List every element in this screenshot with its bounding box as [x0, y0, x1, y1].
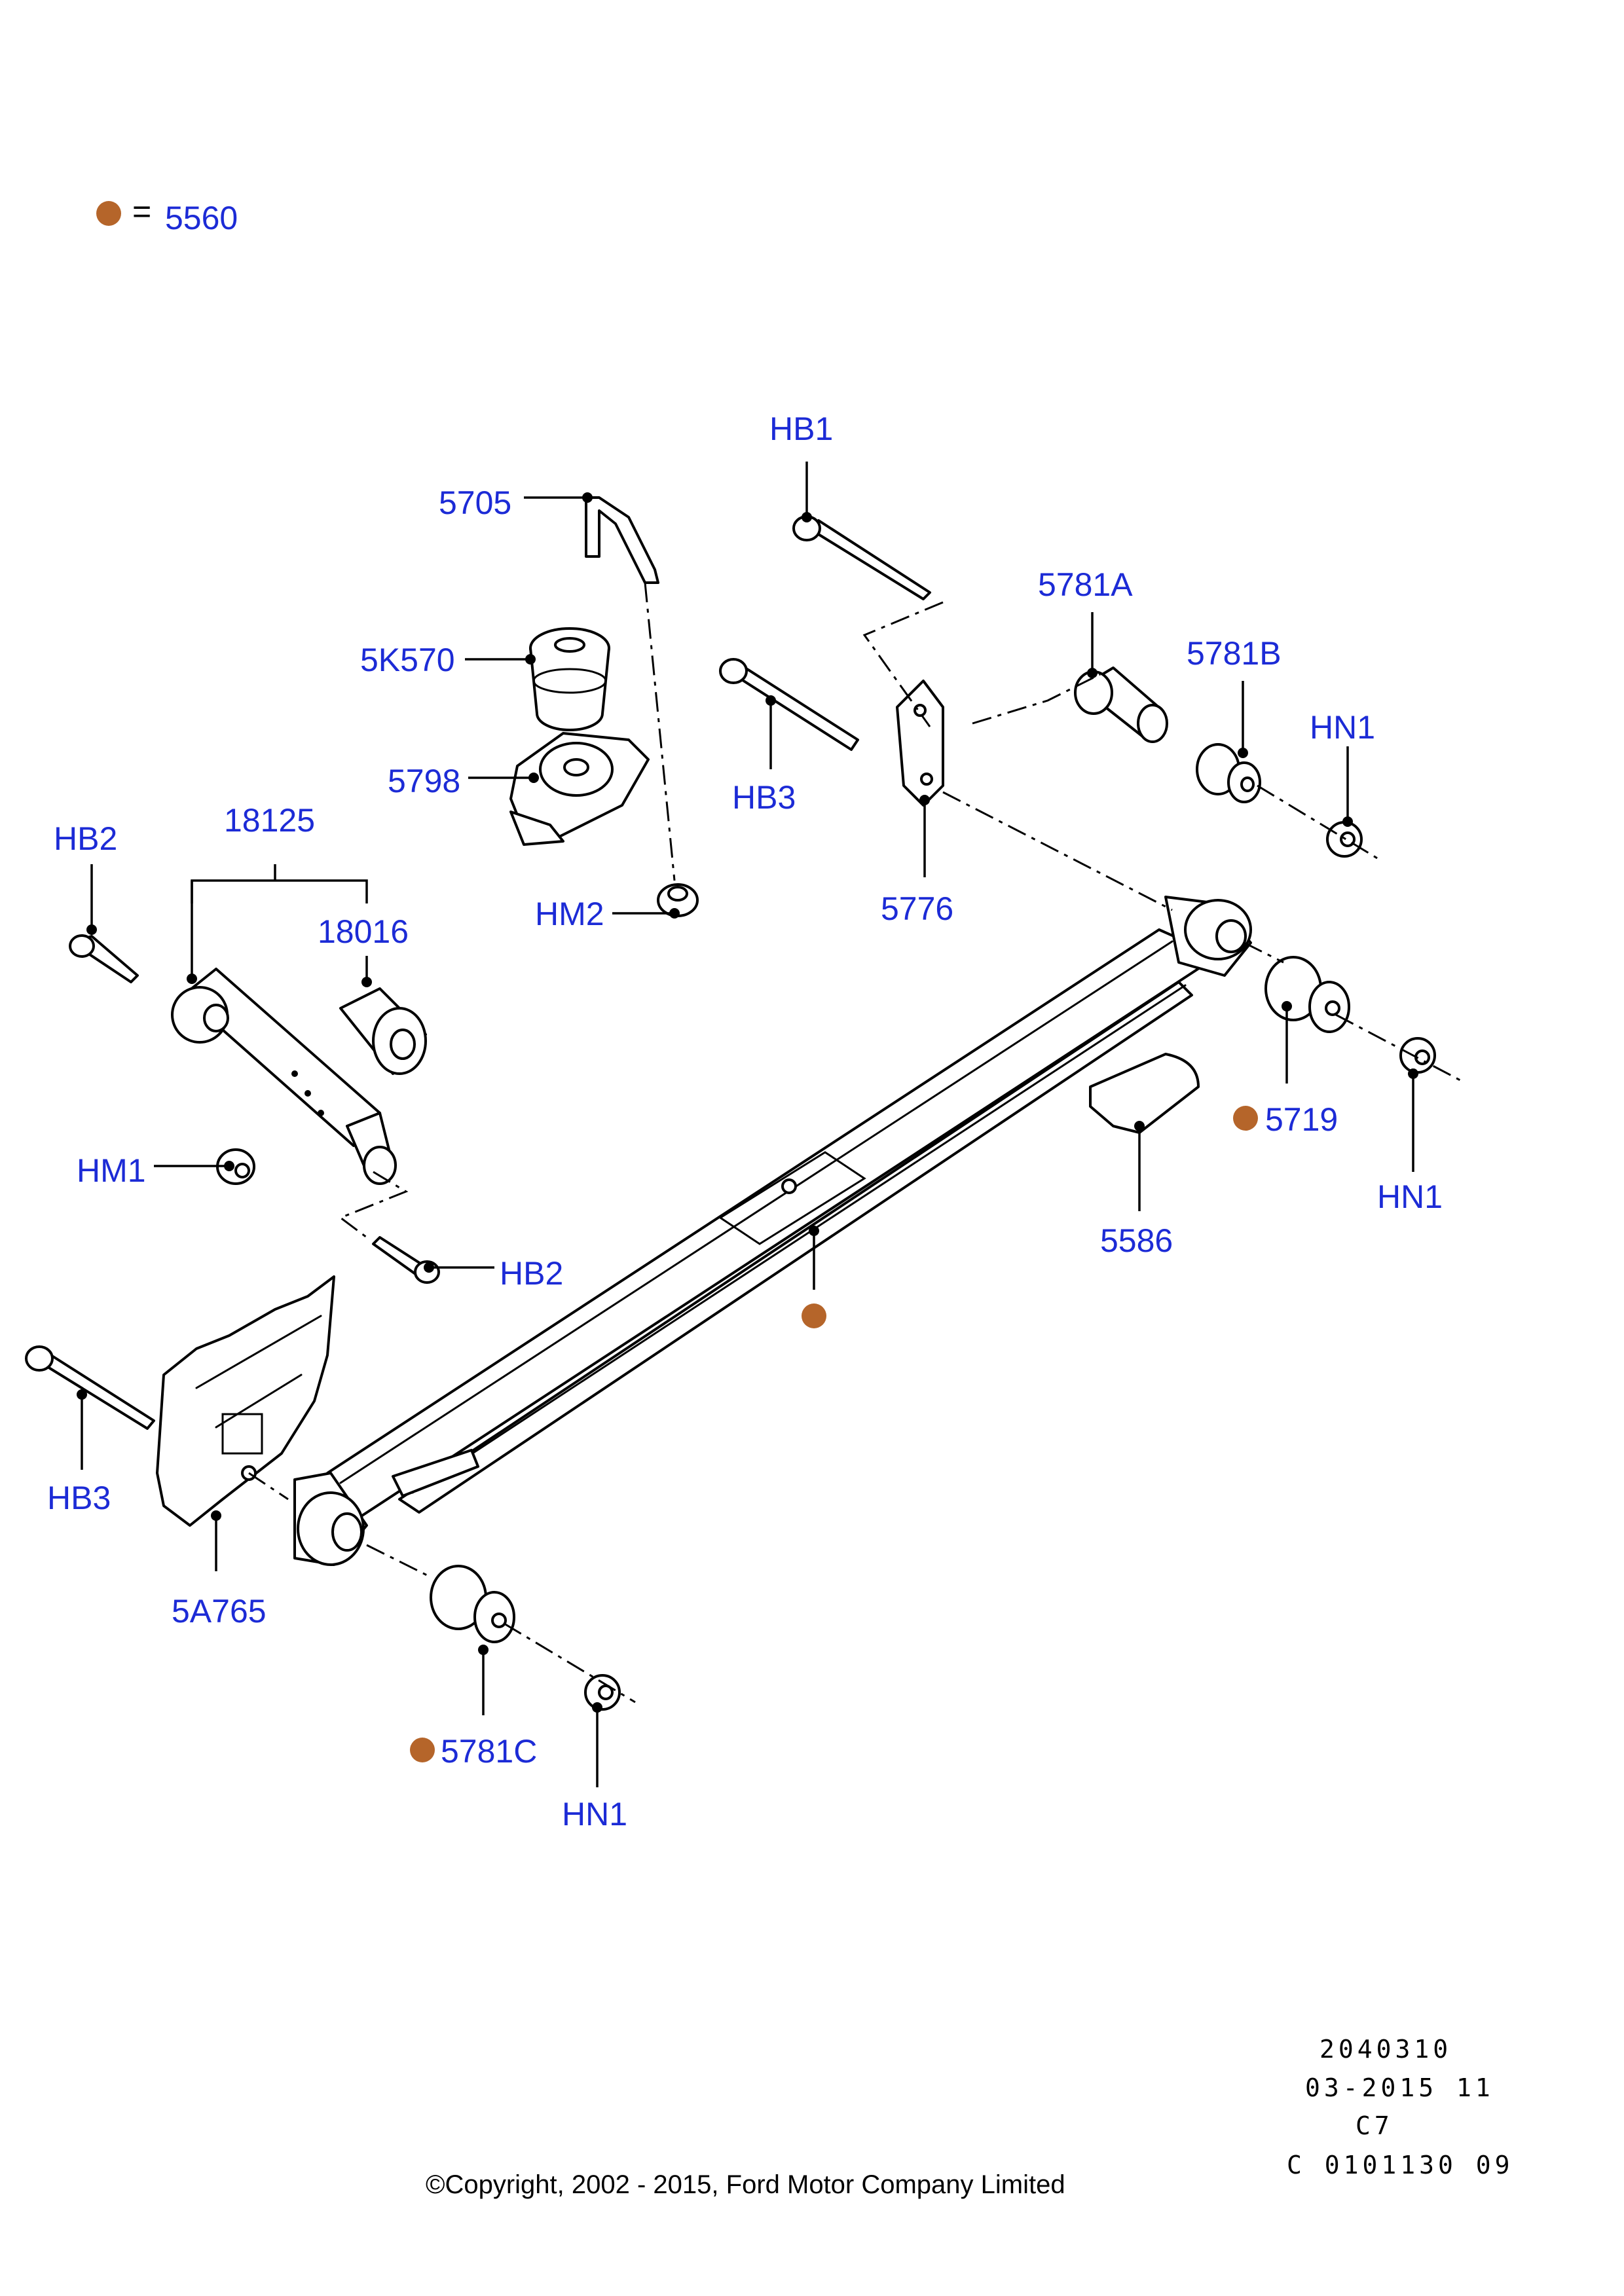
bushing-5781b — [1196, 743, 1261, 803]
bushing-5781c — [430, 1565, 515, 1643]
bolt-hb3-upper — [719, 658, 859, 751]
drawing-info-line-4: C 0101130 09 — [1287, 2151, 1514, 2179]
bushing-18016 — [339, 987, 427, 1075]
marker-leaf-spring — [802, 1303, 826, 1328]
label-hb1: HB1 — [769, 410, 833, 447]
nut-hm2 — [657, 883, 699, 917]
bushing-5719 — [1264, 956, 1350, 1033]
drawing-info-line-1: 2040310 — [1320, 2035, 1452, 2064]
marker-5719 — [1233, 1106, 1258, 1131]
assembly-axis-lines — [248, 582, 1461, 1704]
label-5798: 5798 — [388, 763, 460, 799]
label-5719: 5719 — [1265, 1101, 1338, 1138]
part-labels: HB1 5705 5781A 5781B 5K570 HN1 5798 HB3 … — [47, 410, 1443, 1832]
label-hb3-lower: HB3 — [47, 1480, 111, 1516]
label-hb2-lower: HB2 — [500, 1255, 563, 1292]
label-hn1-upper: HN1 — [1310, 709, 1375, 746]
marker-5781c — [410, 1738, 435, 1762]
nut-hm1 — [216, 1148, 255, 1185]
bump-stop-5k570 — [529, 627, 610, 731]
u-bolt-5705 — [585, 496, 659, 584]
drawing-info-line-2: 03-2015 11 — [1305, 2073, 1494, 2102]
label-5781c: 5781C — [441, 1733, 537, 1770]
bolt-hb2-lower — [372, 1236, 440, 1284]
label-hm2: HM2 — [535, 896, 604, 932]
label-hb2-upper: HB2 — [54, 820, 117, 857]
label-5k570: 5K570 — [360, 642, 455, 678]
leader-dots — [77, 492, 1418, 1713]
spacer-5586 — [1089, 1053, 1200, 1134]
label-5776: 5776 — [881, 890, 953, 927]
label-hn1-right: HN1 — [1377, 1178, 1443, 1215]
bolt-hb1 — [792, 515, 931, 600]
label-18125: 18125 — [224, 802, 315, 839]
orange-markers — [410, 1106, 1258, 1762]
drawing-info: 2040310 03-2015 11 C7 C 0101130 09 — [1287, 2035, 1514, 2179]
label-hb3-upper: HB3 — [732, 779, 796, 816]
nut-hn1-lower — [584, 1674, 621, 1711]
bolt-hb3-lower — [25, 1345, 155, 1430]
copyright-notice: ©Copyright, 2002 - 2015, Ford Motor Comp… — [426, 2170, 1065, 2199]
label-5705: 5705 — [439, 484, 511, 521]
legend: = 5560 — [96, 193, 238, 236]
label-5781b: 5781B — [1187, 635, 1282, 672]
bracket-5a765 — [156, 1275, 335, 1527]
label-5a765: 5A765 — [172, 1593, 267, 1630]
legend-marker-dot — [96, 201, 121, 226]
label-18016: 18016 — [318, 913, 409, 950]
bracket-5798 — [509, 732, 650, 846]
label-5586: 5586 — [1100, 1222, 1173, 1259]
label-hn1-lower: HN1 — [562, 1796, 627, 1832]
shock-absorber — [171, 968, 397, 1185]
leaf-spring — [293, 896, 1252, 1566]
bolt-hb2-upper — [69, 934, 139, 983]
shackle-5776 — [896, 680, 944, 807]
legend-part-number: 5560 — [165, 200, 238, 236]
drawing-info-line-3: C7 — [1356, 2111, 1393, 2140]
label-hm1: HM1 — [77, 1152, 146, 1189]
leader-lines — [81, 462, 1414, 1787]
label-5781a: 5781A — [1038, 566, 1133, 603]
nut-hn1-right — [1399, 1037, 1436, 1074]
legend-equals: = — [132, 193, 151, 230]
